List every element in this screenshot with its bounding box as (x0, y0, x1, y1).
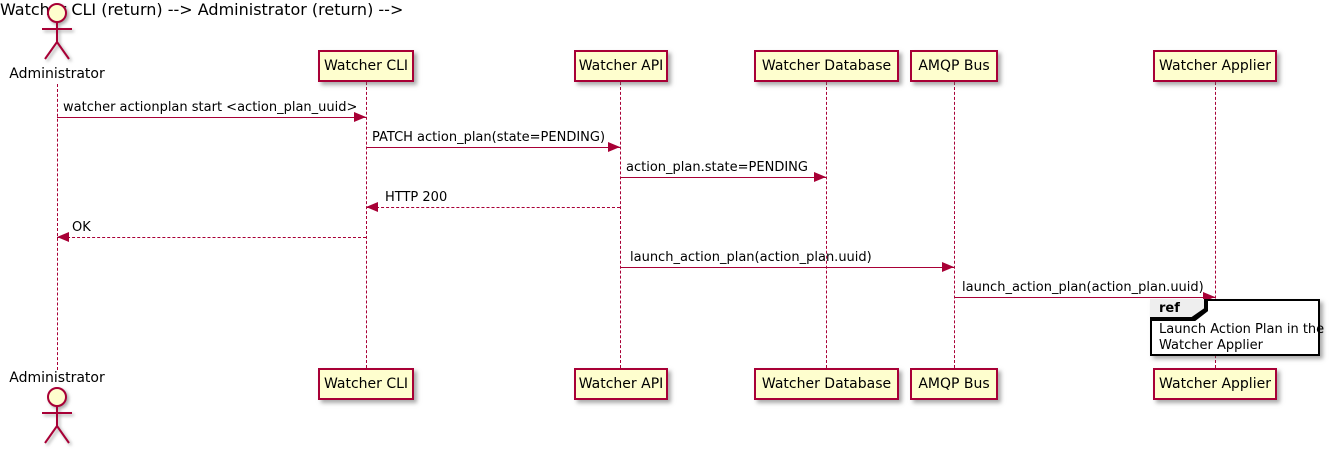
arrowhead-right-icon (814, 172, 826, 182)
participant-box-top-watcher-cli: Watcher CLI (318, 50, 414, 82)
actor-label-top: Administrator (9, 66, 105, 82)
actor-label-bottom: Administrator (9, 370, 105, 386)
message-label: OK (72, 220, 91, 235)
participant-box-bottom-watcher-api: Watcher API (574, 368, 668, 400)
message-line (620, 267, 954, 268)
message-line-dashed (57, 237, 366, 238)
ref-text-line2: Watcher Applier (1159, 338, 1263, 353)
arrowhead-right-icon (354, 112, 366, 122)
message-line (954, 297, 1215, 298)
lifeline-watcher-cli (366, 82, 367, 368)
lifeline-administrator (57, 84, 58, 370)
participant-box-bottom-amqp-bus: AMQP Bus (910, 368, 998, 400)
message-label: launch_action_plan(action_plan.uuid) (630, 250, 872, 265)
participant-box-bottom-watcher-cli: Watcher CLI (318, 368, 414, 400)
arrowhead-right-icon (608, 142, 620, 152)
ref-fragment: ref Launch Action Plan in the Watcher Ap… (1150, 299, 1324, 356)
lifeline-amqp-bus (954, 82, 955, 368)
participant-box-top-watcher-applier: Watcher Applier (1153, 50, 1277, 82)
message-line (366, 147, 620, 148)
ref-text-line1: Launch Action Plan in the (1159, 322, 1325, 337)
ref-tab-border: ref (1150, 299, 1208, 321)
arrowhead-left-icon (366, 202, 378, 212)
message-label: HTTP 200 (385, 190, 448, 205)
message-label: launch_action_plan(action_plan.uuid) (962, 280, 1204, 295)
participant-box-top-watcher-api: Watcher API (574, 50, 668, 82)
arrowhead-right-icon (942, 262, 954, 272)
arrowhead-right-icon (1203, 292, 1215, 302)
message-label: PATCH action_plan(state=PENDING) (372, 130, 606, 145)
ref-keyword: ref (1150, 299, 1204, 317)
participant-box-bottom-watcher-database: Watcher Database (754, 368, 899, 400)
message-line-dashed (366, 207, 620, 208)
arrowhead-left-icon (57, 232, 69, 242)
ref-text: Launch Action Plan in the Watcher Applie… (1159, 322, 1324, 354)
participant-box-bottom-watcher-applier: Watcher Applier (1153, 368, 1277, 400)
lifeline-watcher-applier (1215, 82, 1216, 368)
participant-box-top-watcher-database: Watcher Database (754, 50, 899, 82)
actor-icon-bottom (42, 387, 72, 444)
message-line (620, 177, 826, 178)
actor-icon-top (42, 3, 72, 60)
message-line (57, 117, 366, 118)
participant-box-top-amqp-bus: AMQP Bus (910, 50, 998, 82)
lifeline-watcher-api (620, 82, 621, 368)
message-label: action_plan.state=PENDING (626, 160, 808, 175)
message-label: watcher actionplan start <action_plan_uu… (63, 100, 358, 115)
lifeline-watcher-database (826, 82, 827, 368)
